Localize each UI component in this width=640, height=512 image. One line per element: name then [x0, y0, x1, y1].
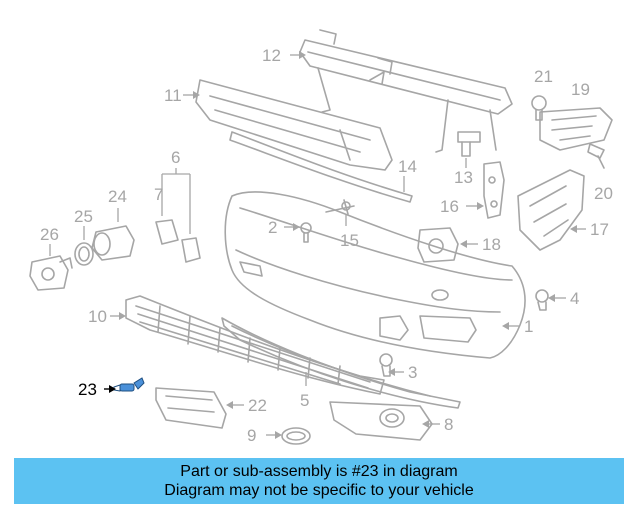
arrow-22	[226, 401, 233, 409]
callout-14: 14	[398, 157, 417, 176]
arrow-12	[299, 51, 306, 59]
part-3-push-clip	[379, 353, 393, 377]
arrow-3	[388, 368, 395, 376]
callout-21: 21	[534, 67, 553, 86]
callout-9: 9	[247, 426, 256, 445]
info-banner: Part or sub-assembly is #23 in diagram D…	[14, 458, 624, 504]
part-6-clip	[181, 237, 201, 263]
callout-23: 23	[78, 380, 97, 399]
part-19-bracket	[539, 107, 613, 151]
part-9-ring	[281, 427, 311, 445]
callout-4: 4	[570, 289, 579, 308]
callout-20: 20	[594, 184, 613, 203]
part-13-bolt	[457, 131, 481, 157]
callout-5: 5	[300, 391, 309, 410]
part-18-sensor-holder	[417, 227, 459, 263]
part-23-fastener	[113, 377, 145, 392]
part-8-fog-grille	[329, 401, 433, 441]
callout-24: 24	[108, 187, 127, 206]
part-16-mount-bracket	[483, 161, 505, 219]
callout-16: 16	[440, 197, 459, 216]
callout-3: 3	[408, 363, 417, 382]
arrow-17	[570, 225, 577, 233]
part-10-lower-grille	[125, 295, 385, 395]
callout-13: 13	[454, 168, 473, 187]
callout-26: 26	[40, 225, 59, 244]
callout-12: 12	[262, 46, 281, 65]
callout-6: 6	[171, 148, 180, 167]
callout-18: 18	[482, 235, 501, 254]
part-7-clip	[155, 219, 179, 245]
callout-17: 17	[590, 220, 609, 239]
banner-line-1: Part or sub-assembly is #23 in diagram	[180, 463, 458, 480]
callout-10: 10	[88, 307, 107, 326]
part-21-clip	[531, 95, 547, 121]
leader-6	[161, 168, 191, 234]
banner-line-2: Diagram may not be specific to your vehi…	[164, 482, 474, 499]
part-14-trim-strip	[229, 131, 413, 203]
arrow-23	[109, 385, 116, 393]
callout-25: 25	[74, 207, 93, 226]
arrow-10	[119, 312, 126, 320]
arrow-16	[477, 202, 484, 210]
arrow-1	[502, 322, 509, 330]
part-17-side-guide	[517, 169, 585, 251]
arrow-4	[548, 294, 555, 302]
part-20-screw	[587, 143, 605, 169]
part-1-bumper-cover	[224, 191, 526, 359]
callout-1: 1	[524, 317, 533, 336]
part-15-clip	[325, 199, 355, 215]
part-11-energy-absorber	[195, 79, 393, 171]
callout-2: 2	[268, 218, 277, 237]
callout-22: 22	[248, 396, 267, 415]
callout-19: 19	[571, 80, 590, 99]
part-25-sensor-ring	[74, 242, 94, 266]
part-4-push-clip	[535, 289, 549, 311]
part-22-plate-bracket	[155, 387, 227, 429]
part-24-parking-sensor	[91, 225, 135, 261]
part-26-sensor-bracket	[29, 255, 73, 291]
callout-7: 7	[154, 185, 163, 204]
part-2-screw	[300, 222, 312, 243]
arrow-18	[460, 240, 467, 248]
arrow-11	[193, 91, 200, 99]
arrow-9	[275, 431, 282, 439]
callout-8: 8	[444, 415, 453, 434]
arrow-8	[422, 420, 429, 428]
callout-11: 11	[164, 86, 182, 105]
